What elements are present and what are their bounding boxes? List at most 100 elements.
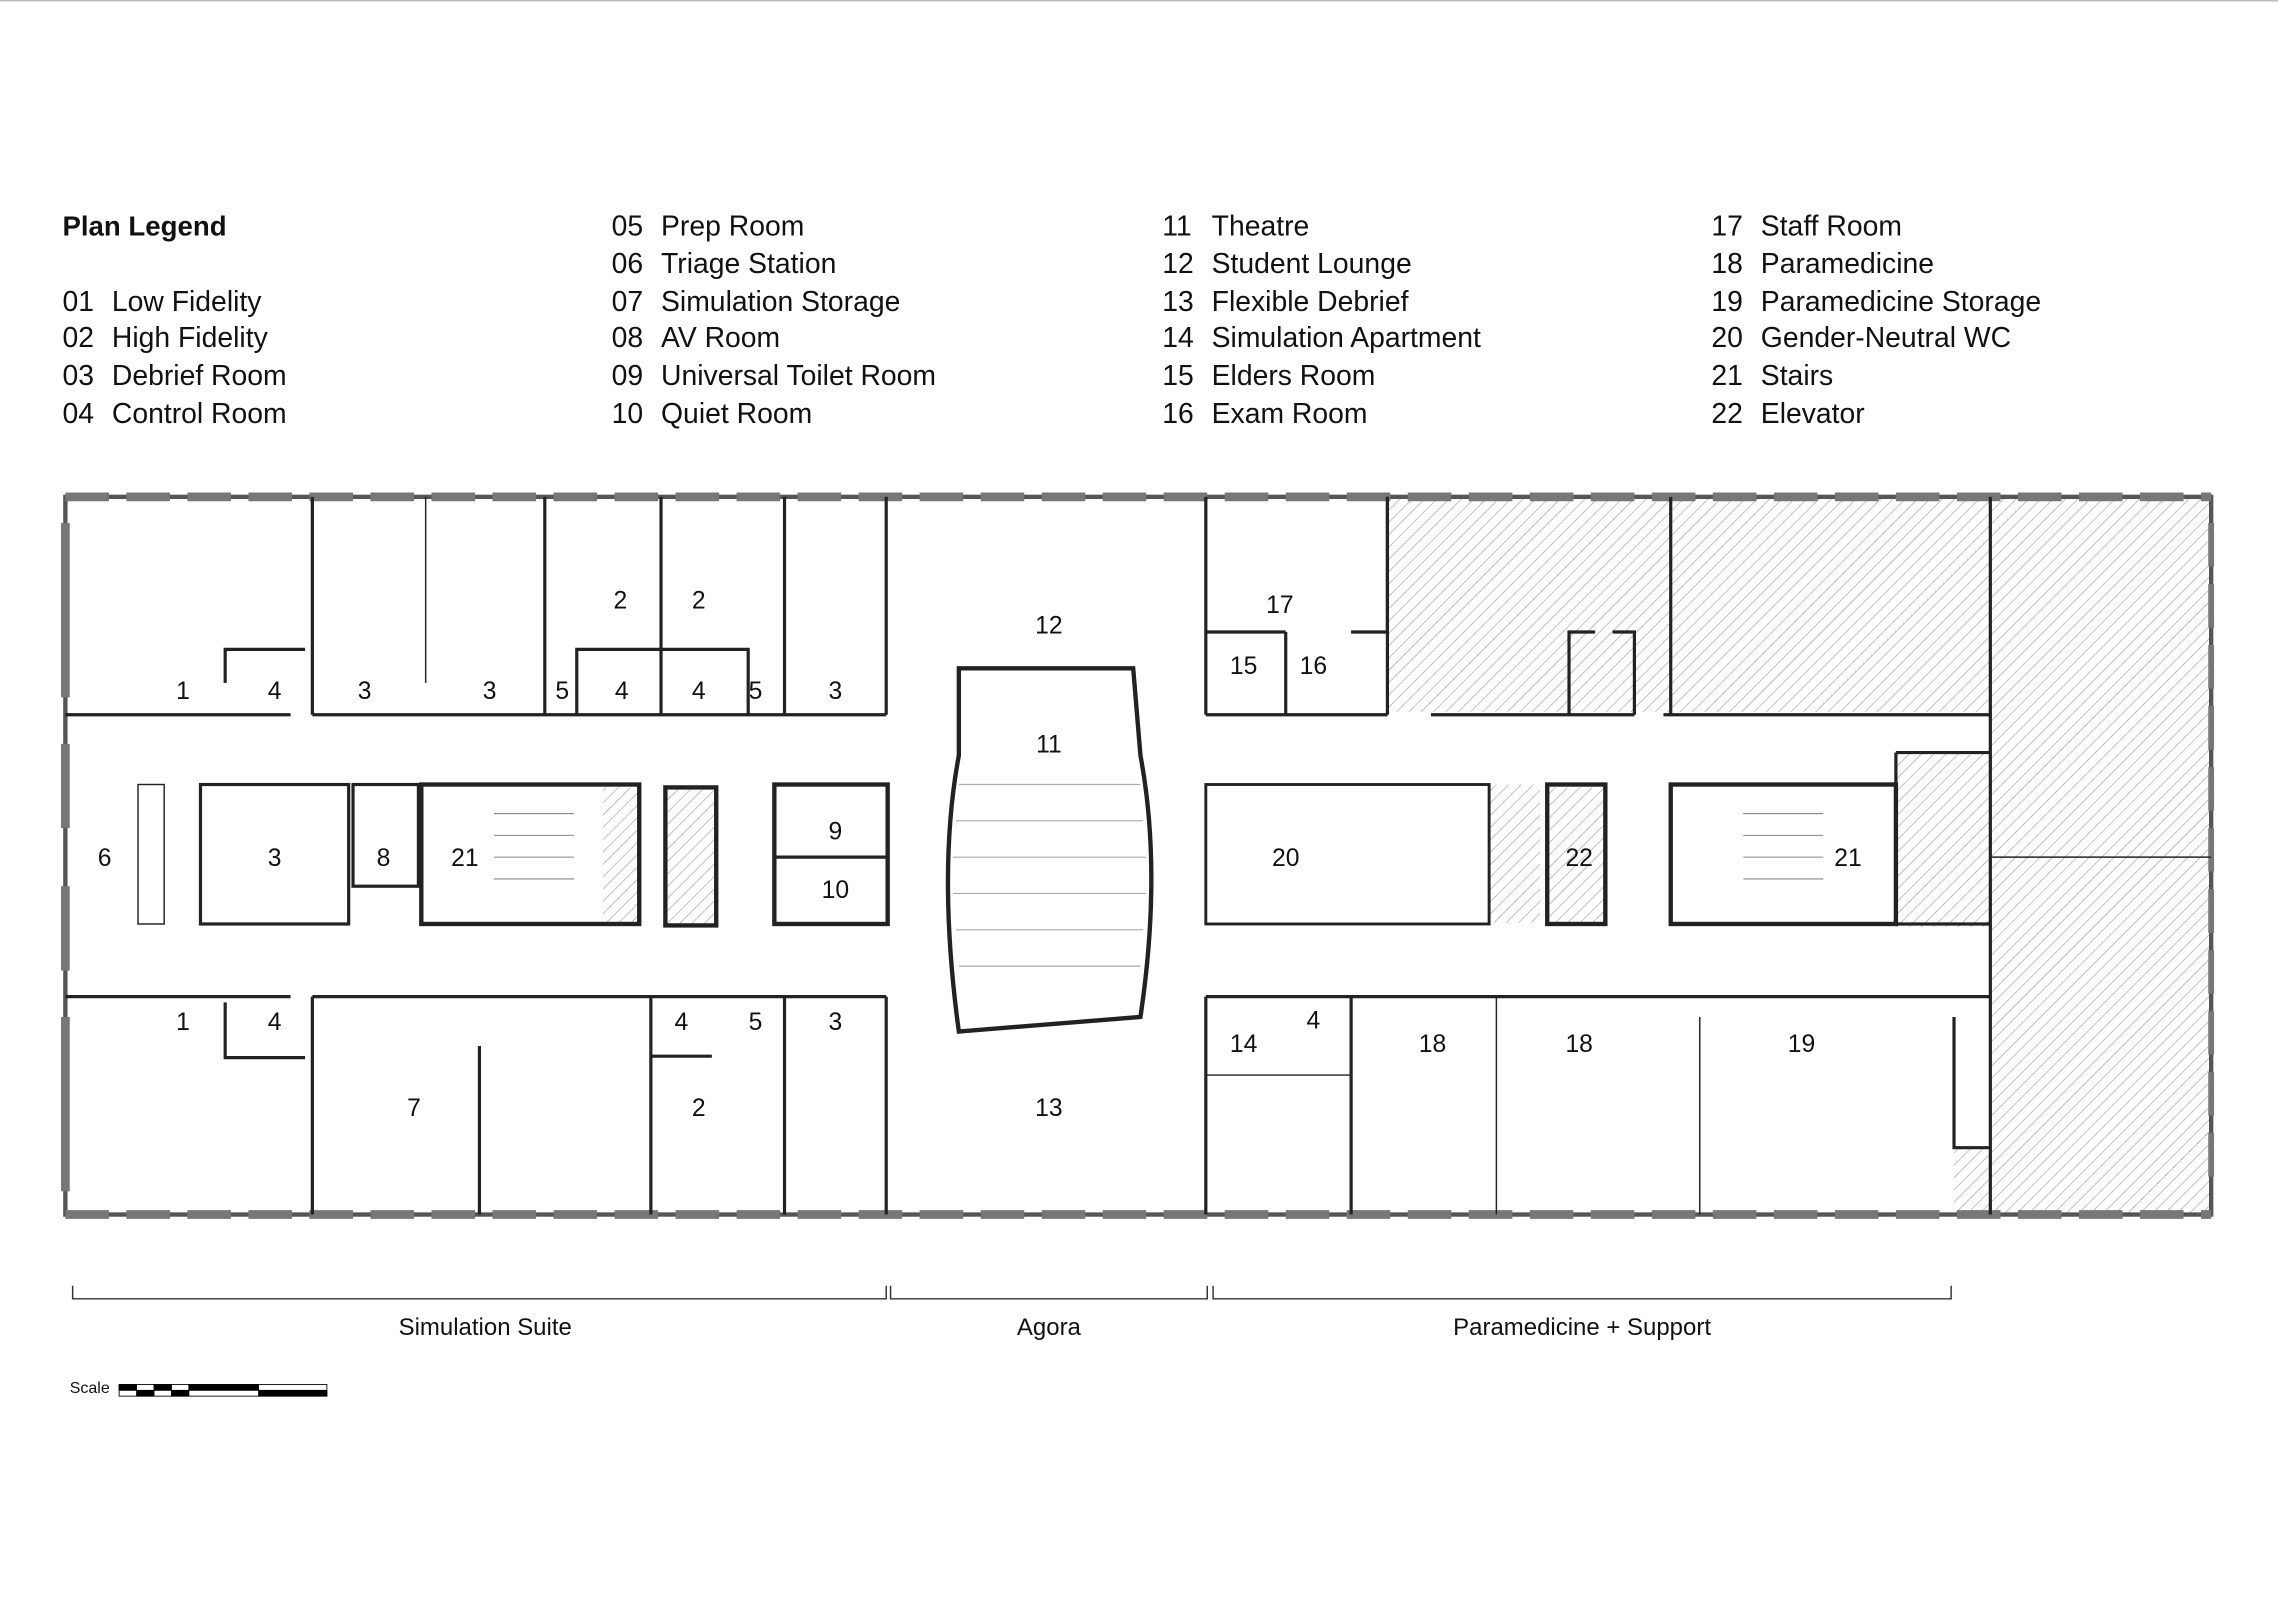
legend-title: Plan Legend xyxy=(62,212,227,243)
room-label: 21 xyxy=(1834,845,1861,872)
room-label: 2 xyxy=(692,588,706,615)
room-label: 1 xyxy=(176,1009,190,1036)
legend-room-name: Simulation Storage xyxy=(661,285,901,318)
room-label: 3 xyxy=(268,845,282,872)
legend-room-name: Flexible Debrief xyxy=(1211,285,1409,318)
section-brackets xyxy=(71,1285,1952,1300)
room-label: 15 xyxy=(1230,653,1257,680)
interior-walls xyxy=(65,496,2212,1215)
room-label: 11 xyxy=(1036,732,1062,759)
legend-number: 12 xyxy=(1162,248,1194,281)
room-label: 2 xyxy=(692,1095,706,1122)
legend-number: 06 xyxy=(611,248,644,281)
room-label: 5 xyxy=(555,678,569,705)
legend-number: 08 xyxy=(611,323,644,356)
scale-label: Scale xyxy=(69,1380,110,1398)
legend-room-name: Universal Toilet Room xyxy=(661,360,937,393)
legend-number: 14 xyxy=(1162,323,1194,356)
room-label: 4 xyxy=(268,678,282,705)
room-labels: 1 4 3 3 5 4 4 5 3 2 2 12 17 15 16 11 6 3… xyxy=(98,588,1862,1122)
room-label: 4 xyxy=(615,678,629,705)
legend-item: 06 Triage Station xyxy=(612,248,837,281)
legend-room-name: AV Room xyxy=(661,323,781,356)
legend-number: 22 xyxy=(1711,398,1743,431)
legend-room-name: Prep Room xyxy=(661,210,805,243)
room-label: 13 xyxy=(1035,1095,1062,1122)
legend-item: 22 Elevator xyxy=(1711,398,1864,431)
legend-item: 04 Control Room xyxy=(62,398,286,431)
room-label: 17 xyxy=(1266,592,1293,619)
room-label: 10 xyxy=(822,877,849,904)
legend-room-name: High Fidelity xyxy=(111,323,268,356)
legend-room-name: Triage Station xyxy=(661,248,837,281)
room-label: 21 xyxy=(451,845,478,872)
legend-room-name: Low Fidelity xyxy=(111,285,262,318)
room-label: 3 xyxy=(483,678,497,705)
room-label: 2 xyxy=(613,588,627,615)
legend-room-name: Student Lounge xyxy=(1211,248,1412,281)
room-label: 6 xyxy=(98,845,112,872)
room-label: 3 xyxy=(828,678,842,705)
room-label: 14 xyxy=(1230,1031,1257,1058)
room-label: 4 xyxy=(268,1009,282,1036)
room-label: 12 xyxy=(1035,612,1062,639)
legend-item: 11 Theatre xyxy=(1162,211,1309,244)
legend-item: 20 Gender-Neutral WC xyxy=(1711,323,2011,356)
section-label-agora: Agora xyxy=(1017,1314,1082,1341)
room-label: 22 xyxy=(1565,845,1592,872)
legend-item: 18 Paramedicine xyxy=(1711,248,1934,281)
legend-room-name: Theatre xyxy=(1211,210,1310,243)
legend-room-name: Paramedicine Storage xyxy=(1760,285,2042,318)
legend-number: 10 xyxy=(611,398,644,431)
room-label: 4 xyxy=(692,678,706,705)
legend-room-name: Elevator xyxy=(1760,398,1865,431)
legend-number: 11 xyxy=(1162,210,1192,243)
legend-room-name: Control Room xyxy=(111,398,287,431)
room-label: 1 xyxy=(176,678,190,705)
legend-item: 05 Prep Room xyxy=(612,211,805,244)
legend-number: 20 xyxy=(1711,323,1743,356)
room-label: 18 xyxy=(1565,1031,1592,1058)
legend-room-name: Gender-Neutral WC xyxy=(1760,323,2012,356)
section-label-paramedicine-support: Paramedicine + Support xyxy=(1453,1314,1711,1341)
legend-number: 07 xyxy=(611,285,644,318)
top-border xyxy=(0,0,2278,2)
legend-room-name: Paramedicine xyxy=(1760,248,1935,281)
room-label: 20 xyxy=(1272,845,1299,872)
room-label: 18 xyxy=(1419,1031,1446,1058)
legend-number: 02 xyxy=(62,323,95,356)
theatre-seating xyxy=(945,666,1154,1034)
legend-number: 18 xyxy=(1711,248,1743,281)
legend-number: 03 xyxy=(62,360,95,393)
legend-room-name: Debrief Room xyxy=(111,360,287,393)
legend-item: 12 Student Lounge xyxy=(1162,248,1411,281)
room-label: 9 xyxy=(828,819,842,846)
legend-number: 17 xyxy=(1711,210,1743,243)
room-label: 4 xyxy=(674,1009,688,1036)
exterior-wall xyxy=(61,492,2215,1219)
legend-item: 19 Paramedicine Storage xyxy=(1711,286,2041,319)
section-label-simulation-suite: Simulation Suite xyxy=(399,1314,572,1341)
legend-number: 19 xyxy=(1711,285,1743,318)
legend-room-name: Staff Room xyxy=(1760,210,1902,243)
room-label: 16 xyxy=(1300,653,1327,680)
legend-item: 07 Simulation Storage xyxy=(612,286,901,319)
legend-item: 08 AV Room xyxy=(612,323,781,356)
legend-room-name: Exam Room xyxy=(1211,398,1368,431)
room-label: 8 xyxy=(377,845,391,872)
legend-number: 15 xyxy=(1162,360,1194,393)
room-label: 5 xyxy=(749,1009,763,1036)
legend-number: 16 xyxy=(1162,398,1194,431)
legend-number: 05 xyxy=(611,210,644,243)
room-label: 3 xyxy=(828,1009,842,1036)
legend-number: 04 xyxy=(62,398,95,431)
